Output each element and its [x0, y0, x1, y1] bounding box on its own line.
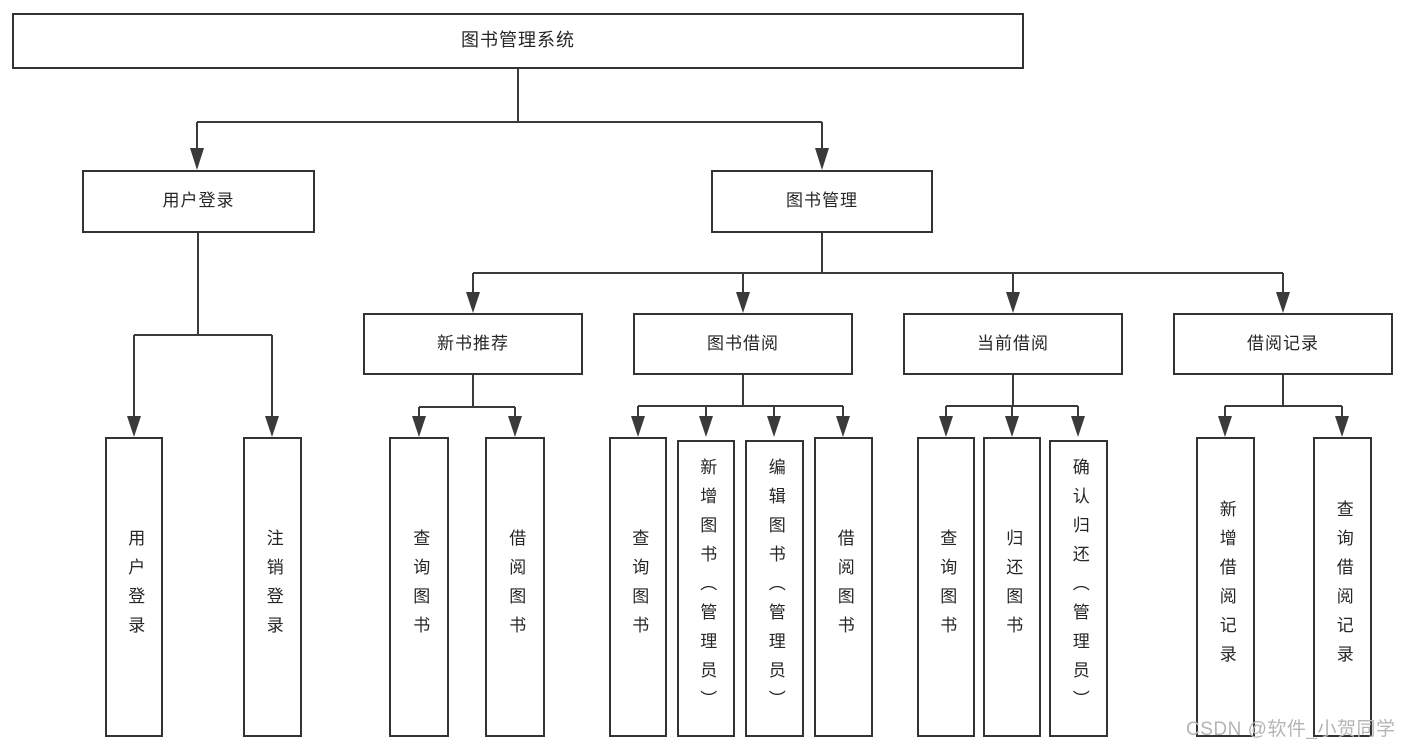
- node-borrow-records: 借阅记录: [1173, 313, 1393, 375]
- leaf-query-books-borrowing: 查询图书: [609, 437, 667, 737]
- leaf-confirm-return-admin: 确认归还（管理员）: [1049, 440, 1108, 737]
- leaf-return-books: 归还图书: [983, 437, 1041, 737]
- leaf-query-books-recommend: 查询图书: [389, 437, 449, 737]
- leaf-query-borrow-record: 查询借阅记录: [1313, 437, 1372, 737]
- node-new-book-recommend: 新书推荐: [363, 313, 583, 375]
- node-system-root: 图书管理系统: [12, 13, 1024, 69]
- csdn-watermark: CSDN @软件_小贺同学: [1186, 719, 1396, 740]
- leaf-query-books-current: 查询图书: [917, 437, 975, 737]
- leaf-logout: 注销登录: [243, 437, 302, 737]
- leaf-borrow-books-recommend: 借阅图书: [485, 437, 545, 737]
- node-user-login: 用户登录: [82, 170, 315, 233]
- arrowheads: [127, 148, 1349, 437]
- node-current-borrowing: 当前借阅: [903, 313, 1123, 375]
- leaf-user-login: 用户登录: [105, 437, 163, 737]
- node-book-management: 图书管理: [711, 170, 933, 233]
- leaf-borrow-books-borrowing: 借阅图书: [814, 437, 873, 737]
- leaf-add-books-admin: 新增图书（管理员）: [677, 440, 735, 737]
- leaf-add-borrow-record: 新增借阅记录: [1196, 437, 1255, 737]
- leaf-edit-books-admin: 编辑图书（管理员）: [745, 440, 804, 737]
- node-book-borrowing: 图书借阅: [633, 313, 853, 375]
